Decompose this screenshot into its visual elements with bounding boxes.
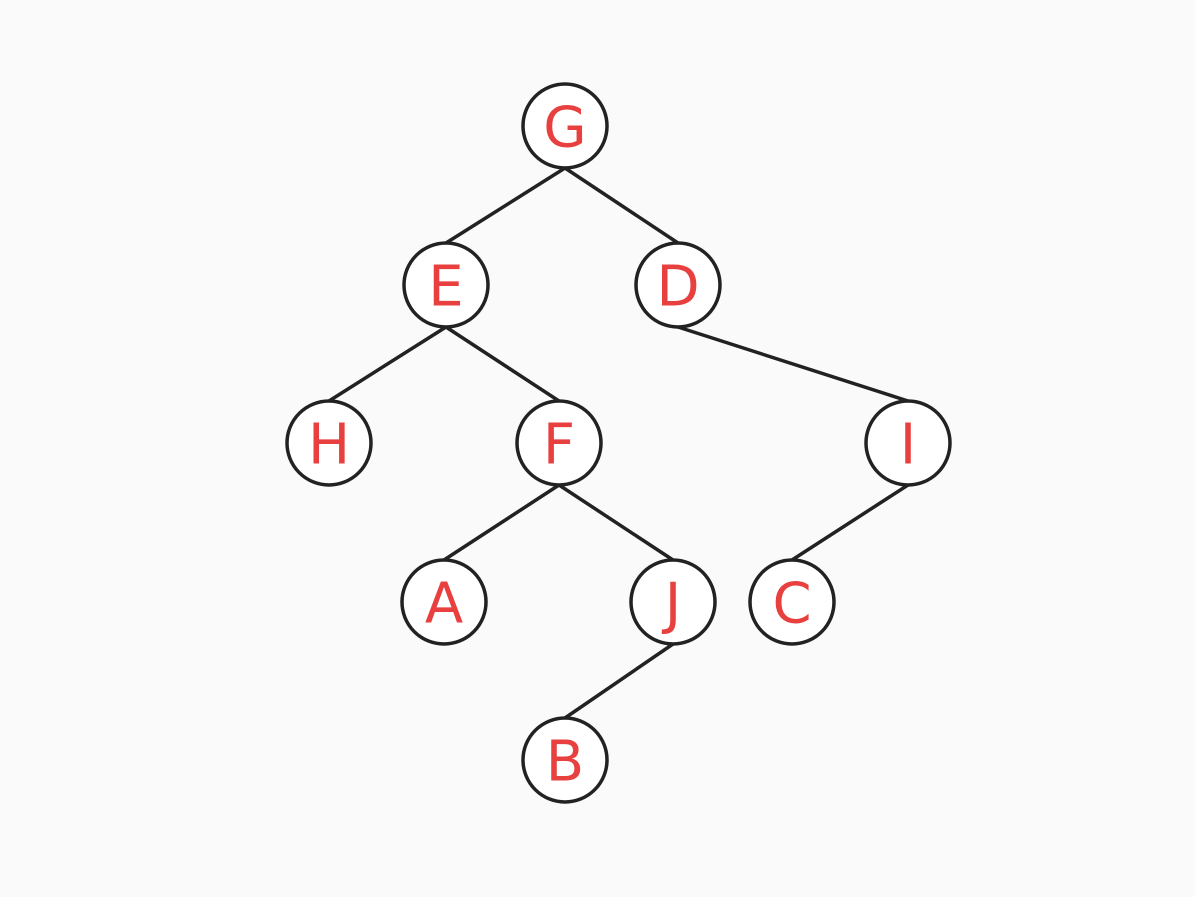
- node-circle: [521, 716, 609, 804]
- tree-node-j: J: [629, 558, 717, 646]
- node-circle: [864, 399, 952, 487]
- node-label: A: [425, 572, 463, 637]
- edge-e-h: [327, 325, 448, 403]
- edge-g-e: [444, 166, 567, 245]
- node-circle: [634, 241, 722, 329]
- tree-node-g: G: [521, 82, 609, 170]
- node-circle: [521, 82, 609, 170]
- edge-e-f: [444, 325, 561, 403]
- tree-node-b: B: [521, 716, 609, 804]
- tree-node-a: A: [400, 558, 488, 646]
- edge-d-i: [676, 325, 910, 403]
- node-label: J: [662, 572, 682, 637]
- node-label: C: [772, 572, 811, 637]
- node-circle: [629, 558, 717, 646]
- node-label: H: [308, 413, 350, 478]
- tree-node-c: C: [748, 558, 836, 646]
- edge-f-a: [442, 483, 561, 562]
- node-circle: [400, 558, 488, 646]
- node-label: E: [428, 255, 463, 320]
- edge-g-d: [563, 166, 680, 245]
- node-label: F: [543, 413, 575, 478]
- node-circle: [515, 399, 603, 487]
- edge-f-j: [557, 483, 675, 562]
- tree-node-f: F: [515, 399, 603, 487]
- node-label: D: [656, 255, 699, 320]
- node-label: G: [543, 96, 586, 161]
- tree-node-h: H: [285, 399, 373, 487]
- edge-i-c: [790, 483, 910, 562]
- node-circle: [285, 399, 373, 487]
- node-label: I: [900, 413, 917, 478]
- edge-j-b: [563, 642, 675, 720]
- node-label: B: [546, 730, 584, 795]
- node-circle: [402, 241, 490, 329]
- tree-nodes: G E D H F I A J C B: [285, 82, 952, 804]
- tree-node-i: I: [864, 399, 952, 487]
- tree-node-d: D: [634, 241, 722, 329]
- tree-node-e: E: [402, 241, 490, 329]
- tree-edges: [327, 166, 910, 720]
- node-circle: [748, 558, 836, 646]
